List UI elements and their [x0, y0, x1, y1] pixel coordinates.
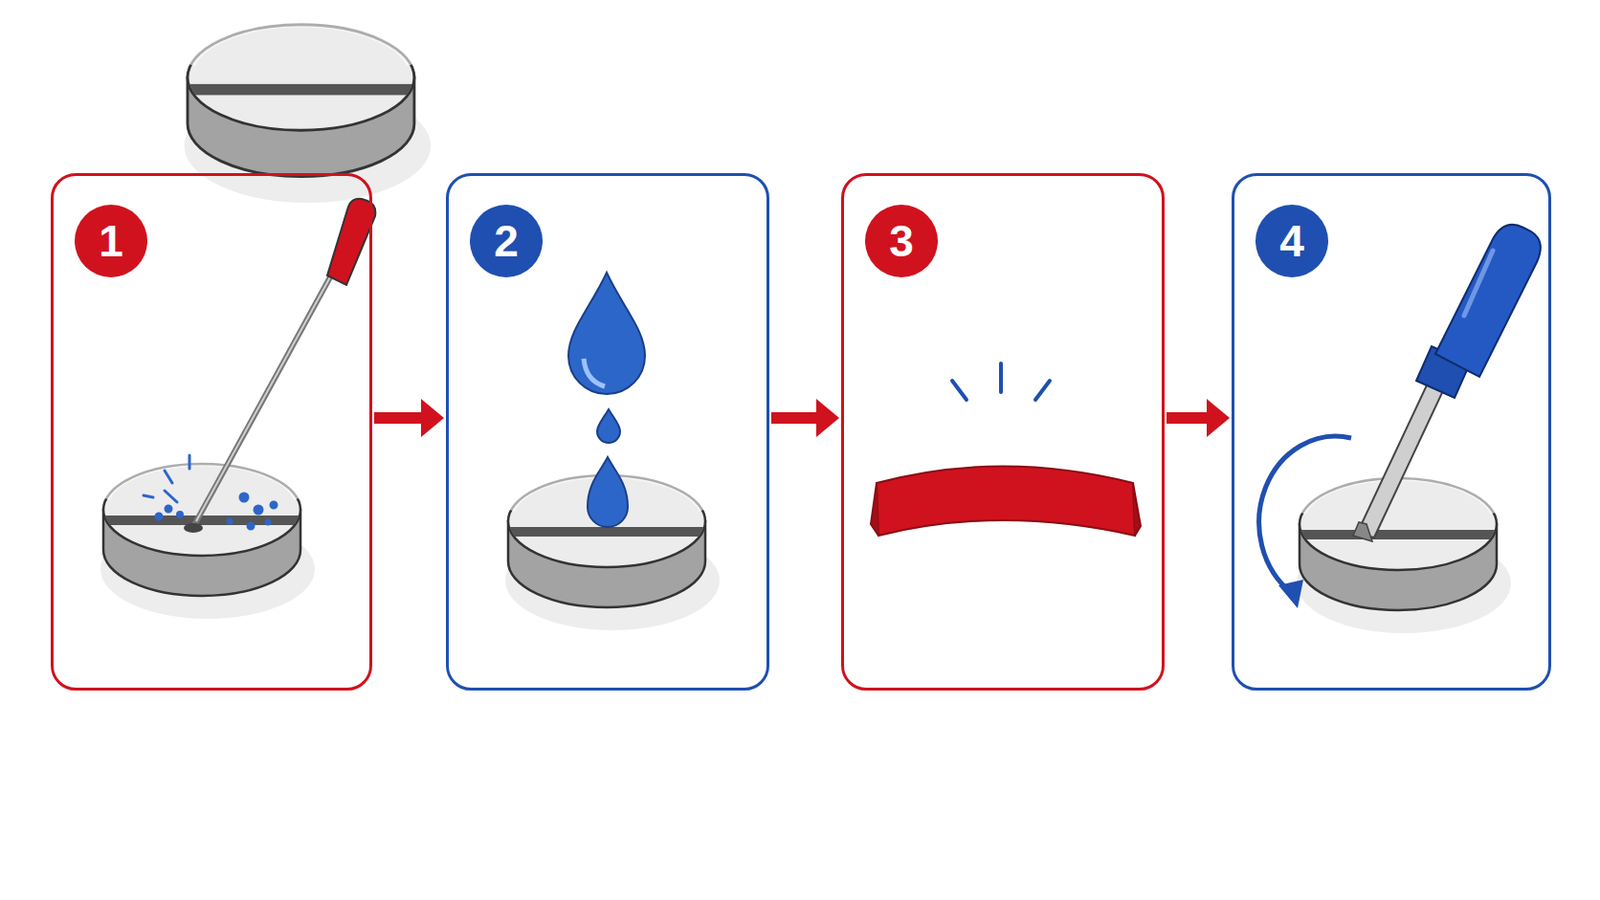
- curved-arrow: [1259, 436, 1352, 609]
- water-drops: [568, 272, 645, 528]
- flow-arrow: [771, 399, 840, 438]
- step-number: 2: [469, 204, 543, 278]
- step-panel: 4: [1231, 173, 1552, 691]
- flow-arrow: [1166, 399, 1230, 438]
- step-number: 1: [74, 204, 148, 278]
- step-number: 3: [865, 204, 938, 278]
- step-panel: 3: [841, 173, 1165, 691]
- step-panel: 1: [50, 173, 373, 691]
- step-number: 4: [1255, 204, 1329, 278]
- pin-tool: [183, 199, 376, 534]
- flow-arrow: [374, 399, 445, 438]
- emphasis-ticks: [952, 363, 1050, 400]
- debris: [143, 455, 277, 530]
- step-panel: 2: [445, 173, 770, 691]
- adhesive-band: [870, 466, 1141, 537]
- screwdriver: [1353, 224, 1541, 542]
